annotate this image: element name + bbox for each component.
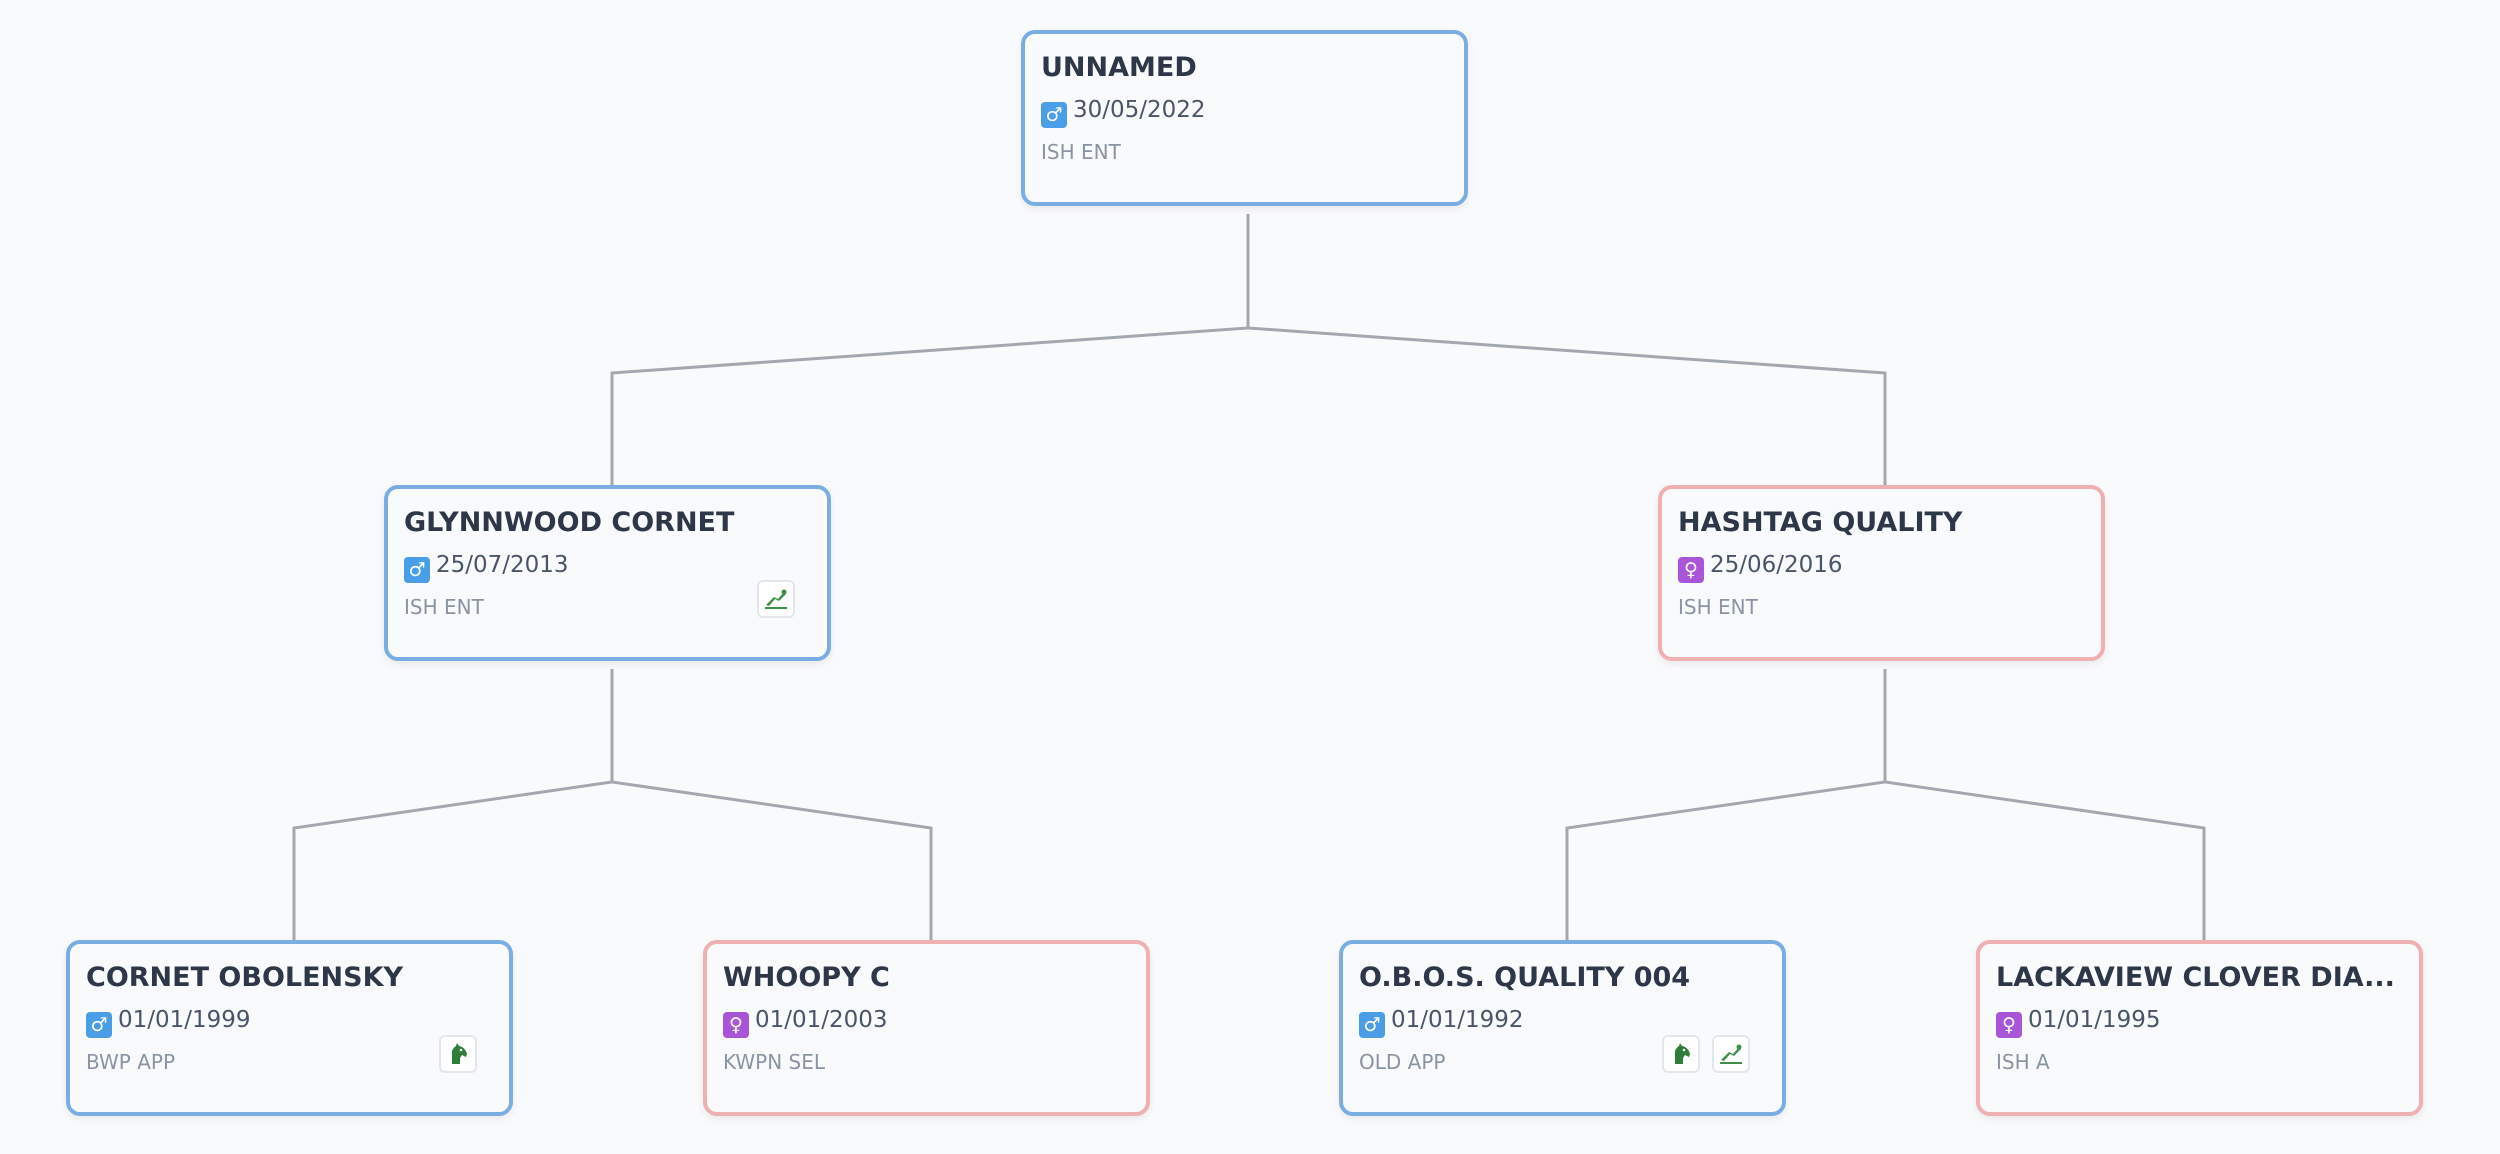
male-symbol-icon: ♂ <box>86 1012 112 1038</box>
horse-breed: BWP APP <box>86 1050 176 1074</box>
horse-breed: ISH ENT <box>1678 595 1758 619</box>
horse-breed: ISH ENT <box>1041 140 1121 164</box>
horse-birth-row: ♀01/01/2003 <box>723 1007 888 1038</box>
connector-sire-sire-dam <box>610 669 933 941</box>
horse-dob: 30/05/2022 <box>1073 97 1206 123</box>
horse-dob: 01/01/1995 <box>2028 1007 2161 1033</box>
connector-dam-dam-dam <box>1883 669 2206 941</box>
female-symbol-icon: ♀ <box>1678 557 1704 583</box>
horse-badges <box>757 580 795 618</box>
horse-card-sire-dam[interactable]: WHOOPY C ♀01/01/2003 KWPN SEL <box>703 940 1150 1116</box>
horse-card-root[interactable]: UNNAMED ♂30/05/2022 ISH ENT <box>1021 30 1468 206</box>
female-symbol-icon: ♀ <box>723 1012 749 1038</box>
horse-birth-row: ♀25/06/2016 <box>1678 552 1843 583</box>
four-leaf-clover-icon: 🍀 <box>2404 963 2407 993</box>
horse-name: LACKAVIEW CLOVER DIA... 🍀 <box>1996 962 2407 993</box>
horse-name: O.B.O.S. QUALITY 004 <box>1359 962 1691 993</box>
horse-dob: 01/01/1999 <box>118 1007 251 1033</box>
horse-dob: 25/06/2016 <box>1710 552 1843 578</box>
horse-birth-row: ♀01/01/1995 <box>1996 1007 2161 1038</box>
horse-breed: KWPN SEL <box>723 1050 826 1074</box>
horse-birth-row: ♂01/01/1999 <box>86 1007 251 1038</box>
horse-name: GLYNNWOOD CORNET <box>404 507 735 538</box>
connector-sire-sire-sire <box>292 669 614 941</box>
horse-dob: 01/01/2003 <box>755 1007 888 1033</box>
horse-card-dam[interactable]: HASHTAG QUALITY ♀25/06/2016 ISH ENT <box>1658 485 2105 661</box>
horse-birth-row: ♂01/01/1992 <box>1359 1007 1524 1038</box>
horse-card-sire[interactable]: GLYNNWOOD CORNET ♂25/07/2013 ISH ENT <box>384 485 831 661</box>
horse-name: CORNET OBOLENSKY <box>86 962 404 993</box>
horse-breed: ISH A <box>1996 1050 2050 1074</box>
horse-name-text: LACKAVIEW CLOVER DIA... <box>1996 962 2395 993</box>
horse-birth-row: ♂25/07/2013 <box>404 552 569 583</box>
horse-head-icon[interactable] <box>1662 1035 1700 1073</box>
male-symbol-icon: ♂ <box>1041 102 1067 128</box>
show-jumping-icon[interactable] <box>1712 1035 1750 1073</box>
horse-name: WHOOPY C <box>723 962 890 993</box>
male-symbol-icon: ♂ <box>404 557 430 583</box>
horse-name: HASHTAG QUALITY <box>1678 507 1963 538</box>
horse-dob: 25/07/2013 <box>436 552 569 578</box>
horse-dob: 01/01/1992 <box>1391 1007 1524 1033</box>
male-symbol-icon: ♂ <box>1359 1012 1385 1038</box>
horse-badges <box>1662 1035 1750 1073</box>
connector-root-sire <box>610 214 1250 486</box>
show-jumping-icon[interactable] <box>757 580 795 618</box>
horse-head-icon[interactable] <box>439 1035 477 1073</box>
horse-card-sire-sire[interactable]: CORNET OBOLENSKY ♂01/01/1999 BWP APP <box>66 940 513 1116</box>
horse-badges <box>439 1035 477 1073</box>
connector-root-dam <box>1246 214 1887 486</box>
horse-name: UNNAMED <box>1041 52 1197 83</box>
female-symbol-icon: ♀ <box>1996 1012 2022 1038</box>
connector-dam-dam-sire <box>1565 669 1887 941</box>
horse-breed: ISH ENT <box>404 595 484 619</box>
horse-birth-row: ♂30/05/2022 <box>1041 97 1206 128</box>
horse-breed: OLD APP <box>1359 1050 1446 1074</box>
horse-card-dam-dam[interactable]: LACKAVIEW CLOVER DIA... 🍀 ♀01/01/1995 IS… <box>1976 940 2423 1116</box>
horse-card-dam-sire[interactable]: O.B.O.S. QUALITY 004 ♂01/01/1992 OLD APP <box>1339 940 1786 1116</box>
